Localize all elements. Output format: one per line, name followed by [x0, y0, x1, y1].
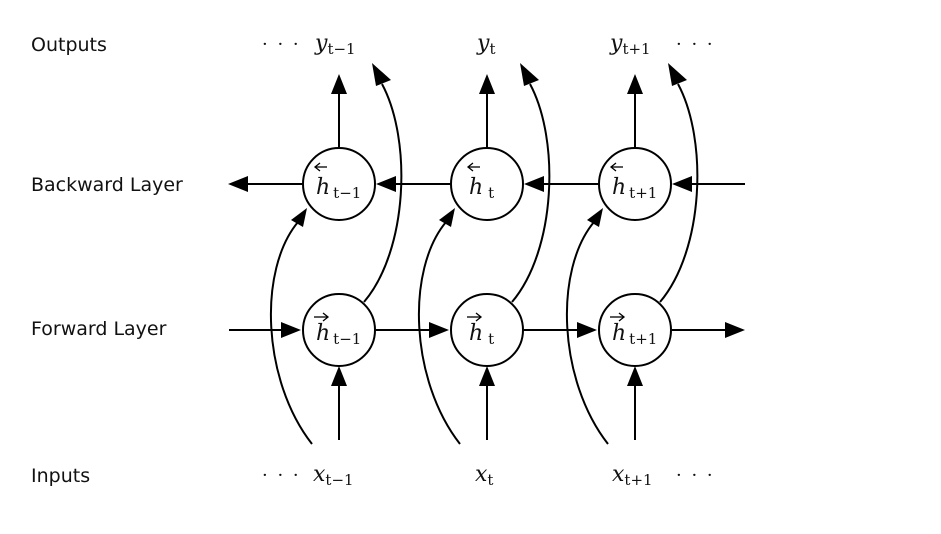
output-label-t: yt [476, 31, 495, 58]
output-label-t-plus-1: yt+1 [609, 31, 651, 58]
forward-to-output-curve-t [511, 83, 551, 303]
ellipsis-outputs-right: · · · [676, 34, 715, 55]
output-label-t-minus-1: yt−1 [314, 31, 356, 58]
row-label-backward-layer: Backward Layer [31, 174, 183, 196]
left-arrow-accent-head [313, 162, 321, 172]
arrowhead [281, 322, 301, 338]
arrowhead [479, 74, 495, 94]
node-circle [302, 147, 376, 221]
arrowhead [291, 208, 307, 227]
node-circle [598, 147, 672, 221]
arrowhead [672, 176, 692, 192]
right-arrow-accent-head [618, 312, 626, 322]
input-to-backward-curve-t-plus-1 [565, 221, 609, 445]
arrowhead [627, 74, 643, 94]
node-circle [450, 293, 524, 367]
right-arrow-accent-head [475, 312, 483, 322]
node-circle [598, 293, 672, 367]
arrowhead [228, 176, 248, 192]
arrowhead [725, 322, 745, 338]
node-circle [302, 293, 376, 367]
arrowhead [479, 366, 495, 386]
arrowhead [439, 208, 455, 227]
left-arrow-accent-head [609, 162, 617, 172]
arrowhead [668, 63, 687, 86]
forward-to-output-curve-t-minus-1 [363, 83, 403, 303]
row-label-inputs: Inputs [31, 465, 90, 487]
arrowhead [627, 366, 643, 386]
ellipsis-inputs-right: · · · [676, 465, 715, 486]
input-label-t: xt [475, 462, 493, 489]
node-circle [450, 147, 524, 221]
right-arrow-accent-head [322, 312, 330, 322]
arrowhead [577, 322, 597, 338]
arrowhead [520, 63, 539, 86]
input-label-t-minus-1: xt−1 [313, 462, 354, 489]
ellipsis-inputs-left: · · · [262, 465, 301, 486]
input-label-t-plus-1: xt+1 [612, 462, 653, 489]
row-label-outputs: Outputs [31, 34, 107, 56]
arrowhead [331, 74, 347, 94]
arrowhead [524, 176, 544, 192]
row-label-forward-layer: Forward Layer [31, 318, 167, 340]
arrowhead [372, 63, 391, 86]
input-to-backward-curve-t [417, 221, 461, 445]
left-arrow-accent-head [466, 162, 474, 172]
input-to-backward-curve-t-minus-1 [269, 221, 313, 445]
arrowhead [376, 176, 396, 192]
arrowhead [587, 208, 603, 227]
forward-to-output-curve-t-plus-1 [659, 83, 699, 303]
ellipsis-outputs-left: · · · [262, 34, 301, 55]
arrowhead [429, 322, 449, 338]
arrowhead [331, 366, 347, 386]
